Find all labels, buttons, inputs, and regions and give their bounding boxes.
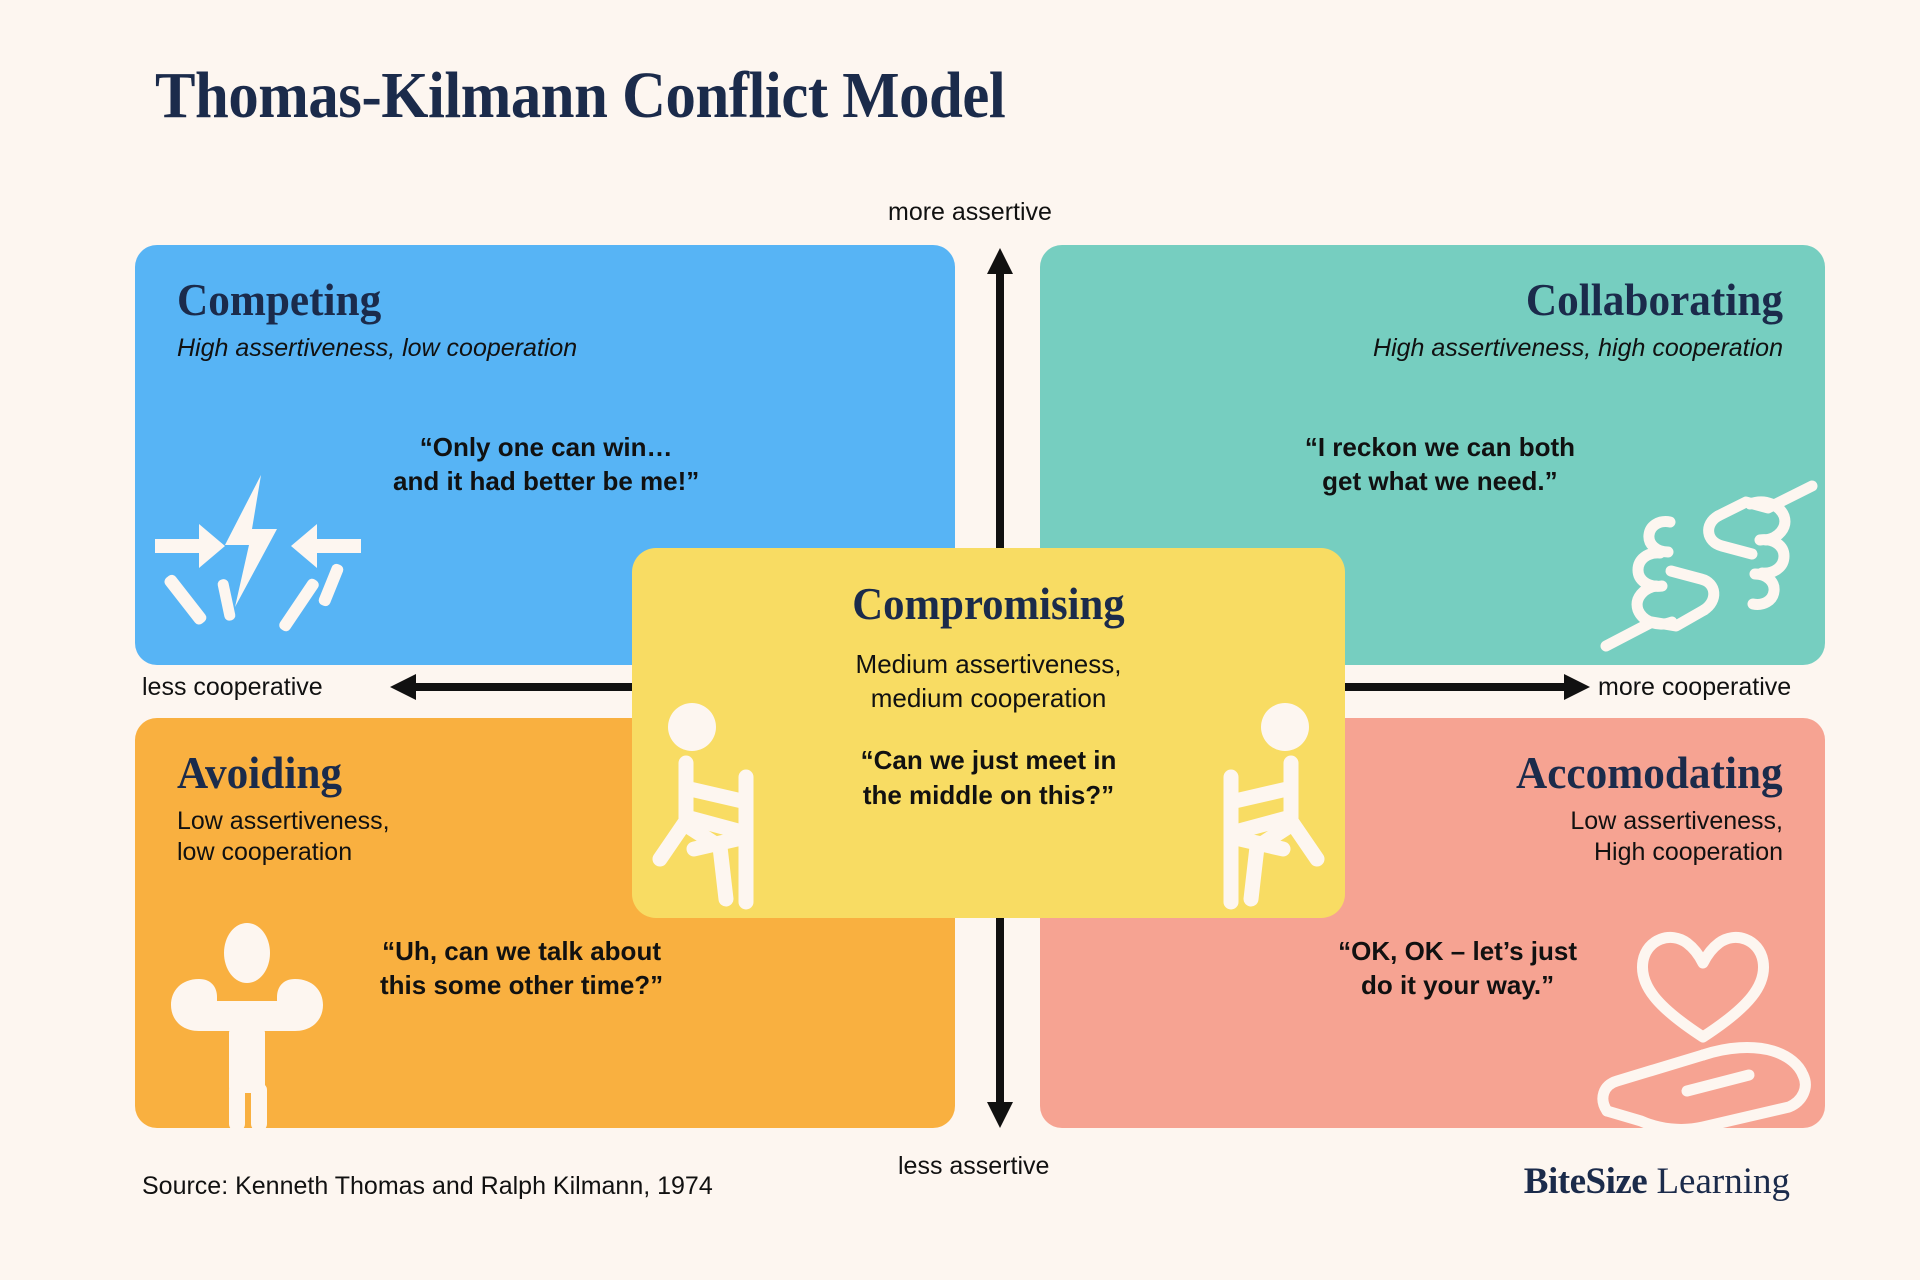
- collaborating-subtitle: High assertiveness, high cooperation: [1373, 334, 1783, 362]
- accomodating-subtitle-line-2: High cooperation: [1593, 838, 1783, 867]
- quadrant-avoiding: Avoiding Low assertiveness, low cooperat…: [135, 718, 955, 1128]
- competing-quote-line-1: “Only one can win…: [419, 432, 673, 462]
- collaborating-heading: Collaborating: [1525, 274, 1783, 325]
- competing-heading: Competing: [177, 274, 382, 325]
- accomodating-quote-line-2: do it your way.”: [1361, 970, 1555, 1001]
- brand-logo-bold: BiteSize: [1523, 1161, 1648, 1202]
- accomodating-subtitle-line-1: Low assertiveness,: [1570, 807, 1783, 835]
- source-note: Source: Kenneth Thomas and Ralph Kilmann…: [142, 1172, 713, 1200]
- avoiding-heading: Avoiding: [177, 747, 343, 798]
- compromising-subtitle-line-2: medium cooperation: [870, 682, 1107, 713]
- compromising-quote: “Can we just meet in the middle on this?…: [632, 743, 1345, 813]
- compromising-quote-line-1: “Can we just meet in: [860, 745, 1117, 775]
- collaborating-text-block: Collaborating High assertiveness, high c…: [1373, 277, 1783, 364]
- clash-lightning-icon: [153, 467, 363, 657]
- avoiding-subtitle: Low assertiveness, low cooperation: [177, 806, 390, 869]
- seated-person-right-icon: [1196, 697, 1331, 912]
- collaborating-quote: “I reckon we can both get what we need.”: [1305, 430, 1575, 499]
- avoiding-quote-line-2: this some other time?”: [380, 970, 664, 1001]
- axis-label-less-cooperative: less cooperative: [142, 673, 323, 701]
- quadrant-compromising: Compromising Medium assertiveness, mediu…: [632, 548, 1345, 918]
- brand-logo: BiteSize Learning: [1524, 1160, 1790, 1203]
- axis-label-more-cooperative: more cooperative: [1598, 673, 1792, 701]
- heart-in-hand-icon: [1587, 915, 1817, 1128]
- shrugging-person-icon: [165, 917, 330, 1128]
- page-title: Thomas-Kilmann Conflict Model: [155, 59, 1006, 132]
- competing-quote-line-2: and it had better be me!”: [393, 466, 700, 497]
- compromising-quote-line-2: the middle on this?”: [862, 780, 1115, 811]
- avoiding-text-block: Avoiding Low assertiveness, low cooperat…: [177, 750, 390, 869]
- axis-label-more-assertive: more assertive: [888, 198, 1052, 226]
- quadrant-competing: Competing High assertiveness, low cooper…: [135, 245, 955, 665]
- competing-text-block: Competing High assertiveness, low cooper…: [177, 277, 577, 364]
- collaborating-quote-line-1: “I reckon we can both: [1304, 432, 1575, 462]
- accomodating-text-block: Accomodating Low assertiveness, High coo…: [1499, 750, 1783, 869]
- avoiding-quote: “Uh, can we talk about this some other t…: [380, 934, 663, 1003]
- handshake-icon: [1600, 464, 1818, 659]
- avoiding-subtitle-line-2: low cooperation: [177, 838, 353, 867]
- accomodating-quote: “OK, OK – let’s just do it your way.”: [1338, 934, 1577, 1003]
- compromising-heading: Compromising: [852, 579, 1125, 629]
- accomodating-subtitle: Low assertiveness, High cooperation: [1499, 806, 1783, 869]
- avoiding-quote-line-1: “Uh, can we talk about: [382, 936, 661, 966]
- brand-logo-regular: Learning: [1647, 1161, 1790, 1202]
- compromising-subtitle-line-1: Medium assertiveness,: [855, 649, 1122, 679]
- accomodating-heading: Accomodating: [1516, 747, 1783, 798]
- competing-quote: “Only one can win… and it had better be …: [393, 430, 699, 499]
- collaborating-quote-line-2: get what we need.”: [1322, 466, 1558, 497]
- seated-person-left-icon: [646, 697, 781, 912]
- quadrant-collaborating: Collaborating High assertiveness, high c…: [1040, 245, 1825, 665]
- competing-subtitle: High assertiveness, low cooperation: [177, 334, 578, 362]
- axis-label-less-assertive: less assertive: [898, 1152, 1050, 1180]
- compromising-subtitle: Medium assertiveness, medium cooperation: [632, 648, 1345, 716]
- accomodating-quote-line-1: “OK, OK – let’s just: [1338, 936, 1577, 966]
- avoiding-subtitle-line-1: Low assertiveness,: [177, 807, 390, 835]
